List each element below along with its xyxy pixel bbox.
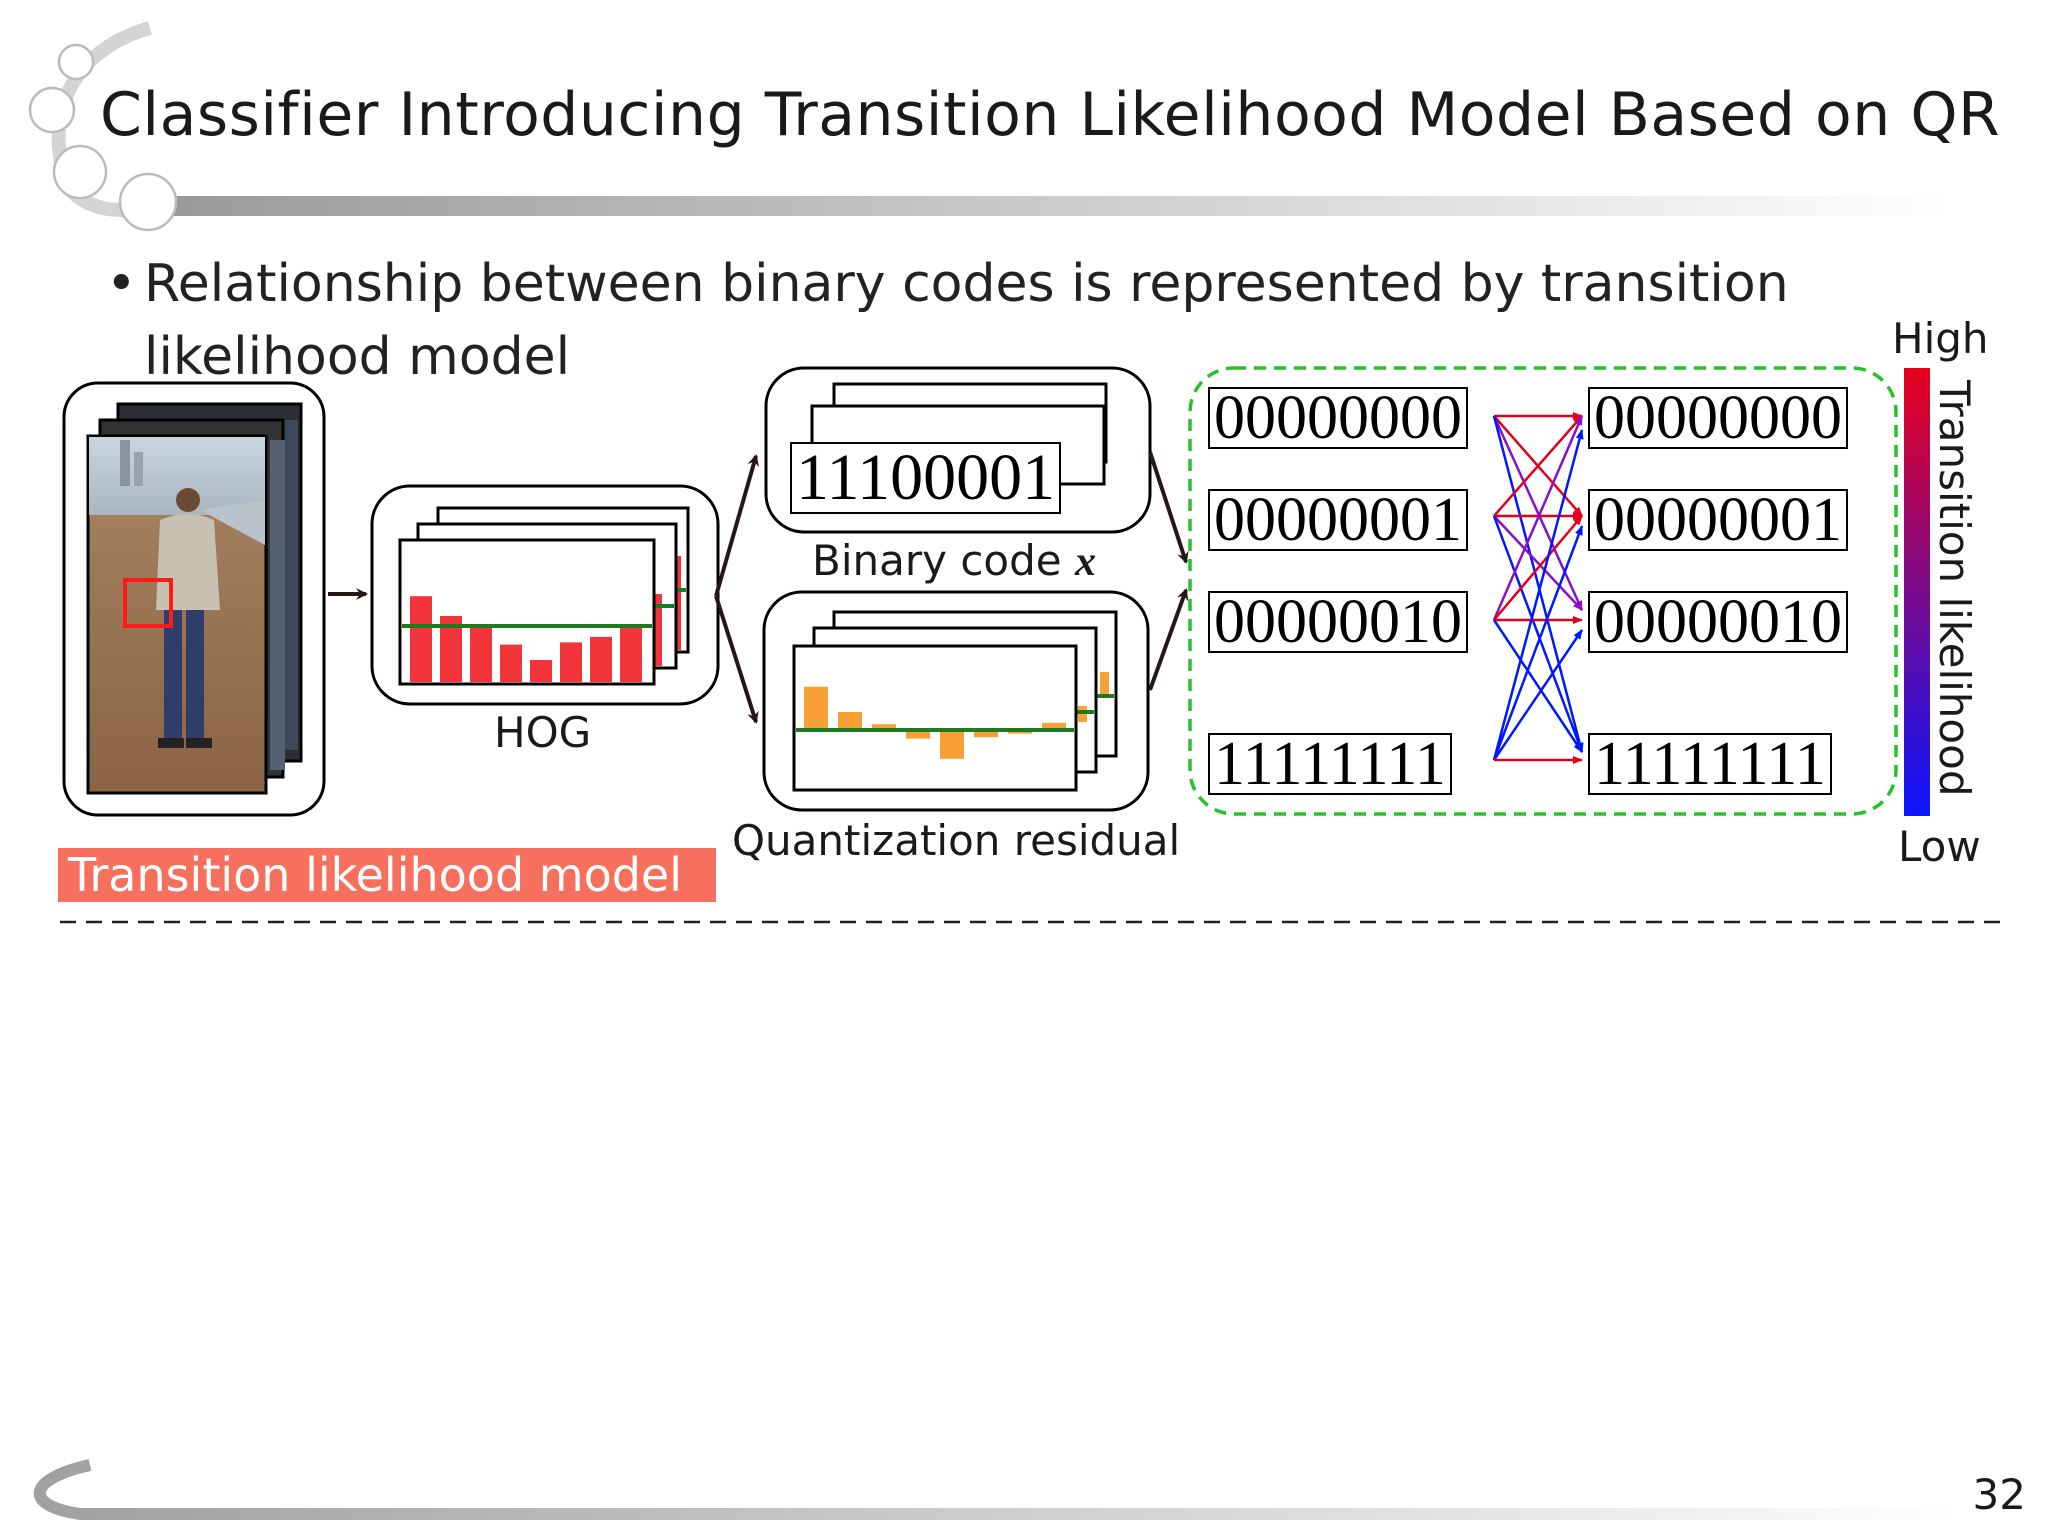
person-head — [176, 488, 200, 512]
residual-bar — [906, 730, 930, 739]
residual-stack — [762, 590, 1150, 812]
hog-bar — [620, 627, 642, 682]
residual-card-front — [792, 644, 1078, 792]
hog-bar — [590, 636, 612, 682]
hog-stack — [370, 484, 720, 706]
residual-bars — [804, 686, 1066, 759]
left-code-0: 00000000 — [1208, 387, 1468, 449]
image-building — [134, 452, 143, 486]
transition-arrow — [1493, 515, 1583, 621]
right-code-3: 11111111 — [1588, 733, 1832, 795]
header-circle — [28, 86, 76, 134]
right-code-0: 00000000 — [1588, 387, 1848, 449]
left-code-1: 00000001 — [1208, 489, 1468, 551]
image-sea — [200, 500, 265, 545]
image-stack — [62, 381, 326, 817]
bullet-marker: • — [106, 254, 137, 314]
arrow-hog-to-binary — [714, 454, 760, 597]
binary-code-label: Binary code x — [812, 536, 1096, 586]
transition-arrow — [1492, 515, 1584, 753]
hog-label: HOG — [494, 708, 592, 757]
hog-bars — [410, 596, 642, 682]
residual-bar — [872, 724, 896, 730]
binary-code-front: 11100001 — [790, 442, 1062, 514]
person-leg — [186, 610, 204, 740]
transition-arrow — [1492, 629, 1584, 761]
transition-arrow — [1492, 415, 1584, 611]
transition-arrow — [1492, 525, 1584, 761]
residual-bar — [804, 686, 828, 730]
hog-bar — [470, 624, 492, 682]
person-jacket — [156, 514, 220, 610]
header-circle — [57, 43, 95, 81]
transition-arrow — [1492, 429, 1584, 761]
header-rule — [170, 196, 1950, 216]
transition-arrow — [1492, 619, 1584, 753]
transition-model-group — [1188, 366, 1898, 816]
arrow-residual-to-model — [1148, 588, 1189, 691]
transition-arrow — [1493, 515, 1583, 611]
residual-bar — [974, 730, 998, 738]
person-leg — [164, 610, 182, 740]
hog-bar — [530, 660, 552, 682]
person-shoe — [158, 738, 184, 748]
residual-card-back-2-bar — [1100, 672, 1109, 696]
hog-cell-box — [123, 578, 173, 628]
header-circle — [52, 144, 108, 200]
transition-arrows — [1492, 412, 1584, 764]
binary-code-label-text: Binary code — [812, 536, 1062, 585]
hog-bar — [500, 644, 522, 682]
hog-card-front — [398, 538, 656, 686]
hog-bar — [560, 642, 582, 682]
model-badge: Transition likelihood model — [58, 848, 716, 902]
slide-title: Classifier Introducing Transition Likeli… — [100, 80, 2001, 150]
right-code-1: 00000001 — [1588, 489, 1848, 551]
residual-label: Quantization residual — [732, 816, 1181, 865]
residual-bar — [940, 730, 964, 759]
left-code-2: 00000010 — [1208, 591, 1468, 653]
arrow-binary-to-model — [1148, 451, 1189, 564]
page-number: 32 — [1972, 1470, 2026, 1519]
residual-bar — [1042, 722, 1066, 730]
hog-bar — [410, 596, 432, 682]
transition-arrow — [1492, 415, 1584, 621]
person-shoe — [186, 738, 212, 748]
colorbar-high-label: High — [1892, 314, 1989, 363]
transition-arrow — [1493, 415, 1583, 517]
right-code-2: 00000010 — [1588, 591, 1848, 653]
image-building — [120, 440, 130, 486]
hog-card-back-1-bar — [652, 594, 662, 666]
colorbar-title: Transition likelihood — [1930, 380, 1979, 797]
residual-bar — [838, 712, 862, 730]
footer-swoosh — [33, 1459, 1960, 1520]
hog-bar — [440, 616, 462, 682]
header-circle — [118, 172, 178, 232]
likelihood-colorbar — [1904, 368, 1930, 816]
bullet-text: Relationship between binary codes is rep… — [144, 254, 1789, 387]
arrow-hog-to-residual — [714, 595, 759, 724]
left-code-3: 11111111 — [1208, 733, 1452, 795]
colorbar-low-label: Low — [1898, 822, 1981, 871]
transition-arrow — [1492, 415, 1584, 753]
image-back-1-strip — [270, 440, 285, 770]
binary-code-variable: x — [1074, 539, 1096, 585]
